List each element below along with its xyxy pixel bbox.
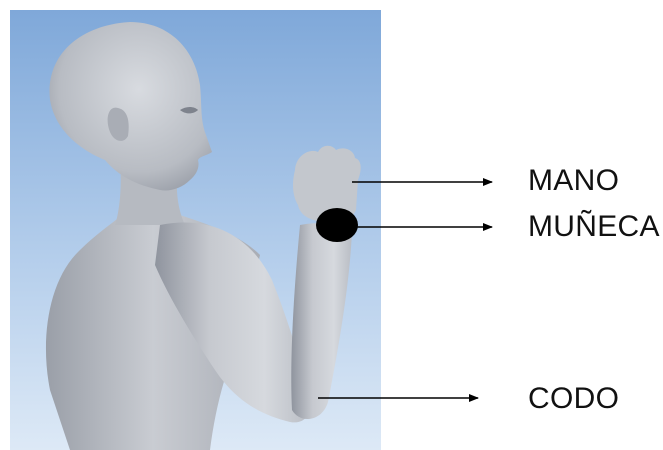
elbow-label: CODO bbox=[528, 384, 619, 414]
figure-hand bbox=[293, 146, 361, 223]
figure-illustration bbox=[10, 10, 381, 450]
figure-svg bbox=[10, 10, 381, 450]
hand-label: MANO bbox=[528, 166, 619, 196]
wrist-label: MUÑECA bbox=[528, 212, 660, 242]
